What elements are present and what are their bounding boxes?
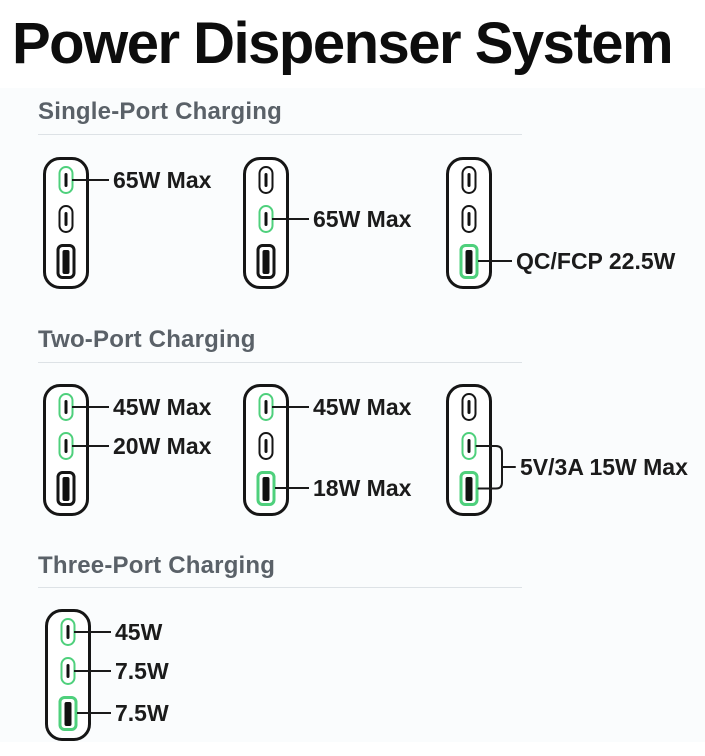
charger-device-single-1: 65W Max [43,157,303,297]
port-pin [64,212,68,226]
port-pin [62,249,70,274]
usb-c-port-1 [461,166,477,194]
page-title: Power Dispenser System [12,11,674,76]
group-bracket [475,445,516,490]
port-callout: 65W Max [272,206,411,232]
port-pin [467,212,471,226]
usb-a-port [256,244,276,279]
port-pin [64,400,68,414]
port-callout: 7.5W [74,658,169,684]
connector-line [275,487,309,489]
port-pin [64,701,72,726]
power-label: 7.5W [115,657,169,684]
charger-device-two-3: 5V/3A 15W Max [446,384,705,524]
charger-body [243,157,289,289]
charger-body [45,609,91,741]
port-pin [262,476,270,501]
port-pin [62,476,70,501]
charger-body [446,157,492,289]
port-pin [66,664,70,678]
connector-line [72,179,109,181]
port-callout: QC/FCP 22.5W [478,248,675,274]
port-pin [467,400,471,414]
port-callout: 65W Max [72,167,211,193]
section-divider [38,362,522,363]
port-callout: 20W Max [72,433,211,459]
power-label: 20W Max [113,432,212,459]
charger-device-single-2: 65W Max [243,157,503,297]
section-heading-single-port: Single-Port Charging [38,98,282,125]
connector-line [72,406,109,408]
power-label: 45W [115,618,163,645]
port-callout: 45W [74,619,162,645]
connector-line [272,406,309,408]
power-label: 65W Max [313,205,412,232]
section-heading-two-port: Two-Port Charging [38,326,256,353]
charger-body [446,384,492,516]
port-pin [264,439,268,453]
background-band [0,88,705,742]
port-pin [264,212,268,226]
charger-device-two-1: 45W Max 20W Max [43,384,303,524]
port-callout: 45W Max [272,394,411,420]
usb-a-port [56,244,76,279]
connector-line [77,712,111,714]
usb-c-port-1 [461,393,477,421]
section-heading-three-port: Three-Port Charging [38,552,276,579]
power-label: 18W Max [313,474,412,501]
group-power-label: 5V/3A 15W Max [520,453,688,480]
port-pin [264,400,268,414]
port-callout: 18W Max [275,475,411,501]
port-pin [264,173,268,187]
charger-device-single-3: QC/FCP 22.5W [446,157,705,297]
connector-line [478,260,512,262]
usb-a-port-active [459,471,479,506]
port-callout: 45W Max [72,394,211,420]
port-pin [465,249,473,274]
charger-body [43,384,89,516]
usb-c-port-1 [258,166,274,194]
port-callout: 7.5W [77,700,169,726]
usb-c-port-2 [258,432,274,460]
port-pin [467,439,471,453]
usb-c-port-2 [461,205,477,233]
connector-line [74,631,111,633]
usb-c-port-2 [58,205,74,233]
connector-line [272,218,309,220]
usb-a-port [56,471,76,506]
port-pin [64,439,68,453]
charger-body [243,384,289,516]
usb-a-port-active [459,244,479,279]
power-label: 65W Max [113,166,212,193]
section-divider [38,587,522,588]
port-pin [66,625,70,639]
usb-a-port-active [256,471,276,506]
port-pin [465,476,473,501]
power-label: 7.5W [115,699,169,726]
power-label: 45W Max [313,393,412,420]
charger-device-two-2: 45W Max 18W Max [243,384,503,524]
power-label: QC/FCP 22.5W [516,247,676,274]
charger-device-three-1: 45W 7.5W 7.5W [45,609,305,749]
connector-line [72,445,109,447]
port-pin [467,173,471,187]
section-divider [38,134,522,135]
port-pin [262,249,270,274]
port-pin [64,173,68,187]
usb-a-port-active [58,696,78,731]
connector-line [74,670,111,672]
power-label: 45W Max [113,393,212,420]
